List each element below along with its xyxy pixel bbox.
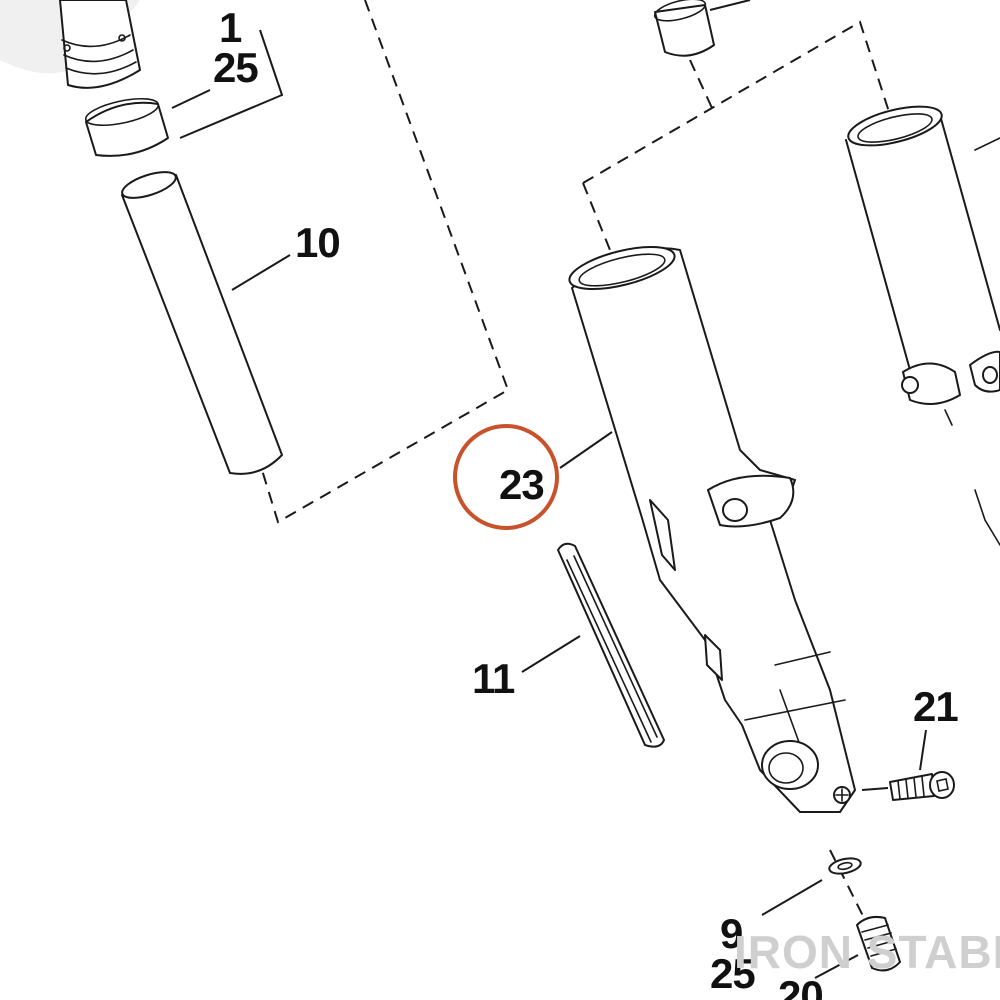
fork-slider-part-23 (568, 245, 856, 813)
callout-labels: 1 25 10 23 11 21 9 25 20 (213, 4, 959, 1000)
assembly-dashed-lines (261, 0, 891, 931)
fork-strip-part-11 (557, 542, 665, 748)
callout-leader-lines (171, 29, 927, 979)
watermark-text: IRON STABLE (734, 926, 1000, 978)
callout-25-bottom: 25 (710, 950, 755, 997)
spacer-tube-part-10 (121, 171, 283, 475)
fork-tube-upper-part-1 (59, 0, 141, 89)
callout-9: 9 (720, 910, 742, 957)
screw-part-20 (856, 915, 901, 972)
callout-11: 11 (472, 655, 515, 702)
fork-slider-right (845, 0, 1000, 546)
pinch-bolt-part-21 (861, 771, 955, 801)
fork-tube-bottom-top-center (653, 0, 751, 57)
highlight-circle (453, 424, 559, 530)
callout-25-top: 25 (213, 44, 258, 91)
callout-21: 21 (913, 683, 958, 730)
washer-part-9 (828, 857, 862, 875)
callout-1: 1 (219, 4, 242, 51)
callout-20: 20 (778, 972, 823, 1000)
bushing-ring-part-25 (84, 97, 169, 157)
callout-10: 10 (295, 219, 340, 266)
callout-23: 23 (499, 461, 544, 508)
